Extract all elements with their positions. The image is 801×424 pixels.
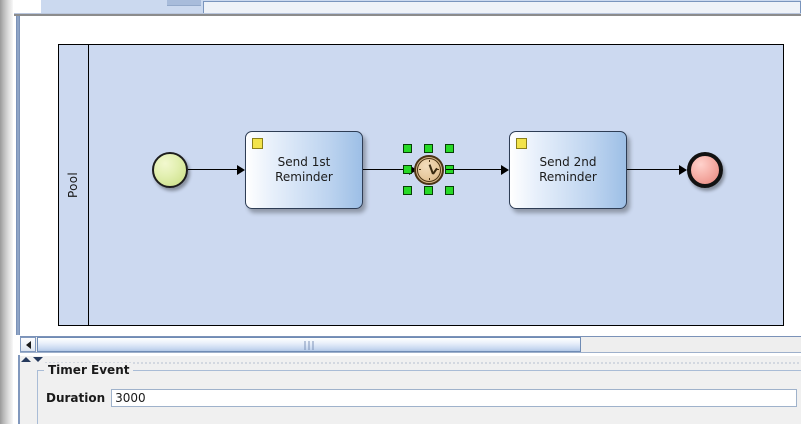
grip-lines-icon: [304, 341, 314, 350]
sequence-flow-timer-to-task2[interactable]: [446, 169, 502, 170]
selection-handle-s[interactable]: [424, 186, 433, 195]
canvas-vertical-divider-highlight: [17, 16, 19, 335]
bpmn-pool[interactable]: Pool Send 1st Reminder: [58, 44, 784, 326]
arrowhead-icon: [237, 165, 245, 175]
sequence-flow-start-to-task1[interactable]: [188, 169, 237, 170]
task-type-marker-icon: [252, 138, 263, 149]
selection-handle-ne[interactable]: [445, 144, 454, 153]
selection-handle-sw[interactable]: [403, 186, 412, 195]
canvas-left-rail: [14, 16, 16, 335]
duration-label: Duration: [46, 391, 106, 405]
properties-group-timer-event: Timer Event Duration: [37, 363, 801, 424]
selection-handle-w[interactable]: [403, 165, 412, 174]
intermediate-timer-event-node[interactable]: [414, 155, 444, 185]
scrollbar-thumb[interactable]: [37, 337, 581, 352]
task-node-send-1st-reminder[interactable]: Send 1st Reminder: [245, 131, 363, 209]
canvas-horizontal-scrollbar[interactable]: [20, 336, 801, 353]
panel-splitter[interactable]: [14, 355, 801, 368]
tab-strip-left-filler: [14, 0, 41, 13]
window-left-edge: [13, 0, 14, 424]
pool-header[interactable]: Pool: [59, 45, 89, 325]
sequence-flow-task2-to-end[interactable]: [627, 169, 679, 170]
arrowhead-icon: [501, 165, 509, 175]
task-label: Send 1st Reminder: [275, 155, 333, 184]
splitter-left-rail: [14, 355, 20, 367]
arrowhead-icon: [409, 165, 417, 175]
pool-lane[interactable]: Send 1st Reminder: [89, 45, 783, 325]
properties-group-title: Timer Event: [44, 363, 134, 377]
duration-input[interactable]: [111, 389, 797, 407]
selection-handle-n[interactable]: [424, 144, 433, 153]
task-node-send-2nd-reminder[interactable]: Send 2nd Reminder: [509, 131, 627, 209]
window-left-shadow: [0, 0, 14, 424]
task-type-marker-icon: [516, 138, 527, 149]
selection-handle-nw[interactable]: [403, 144, 412, 153]
pool-label: Pool: [66, 171, 81, 199]
properties-left-rail: [14, 367, 20, 424]
duration-field-row: Duration: [46, 389, 797, 407]
triangle-left-icon: [25, 340, 31, 349]
sequence-flow-task1-to-timer[interactable]: [363, 169, 414, 170]
triangle-up-icon[interactable]: [21, 357, 31, 362]
start-event-node[interactable]: [152, 152, 188, 188]
task-label: Send 2nd Reminder: [539, 155, 597, 184]
clock-icon: [417, 158, 441, 182]
arrowhead-icon: [679, 165, 687, 175]
scroll-left-button[interactable]: [20, 337, 36, 352]
triangle-down-icon[interactable]: [33, 357, 43, 362]
tab-active-editor[interactable]: [203, 1, 801, 13]
tab-strip-shadow-highlight: [14, 13, 801, 14]
clock-hour-hand: [432, 167, 438, 175]
end-event-node[interactable]: [687, 152, 723, 188]
selection-handle-se[interactable]: [445, 186, 454, 195]
tab-strip-shadow: [14, 13, 801, 16]
properties-panel: Timer Event Duration: [14, 363, 801, 424]
tab-inactive[interactable]: [167, 0, 201, 6]
splitter-grip-dots: [44, 360, 801, 365]
